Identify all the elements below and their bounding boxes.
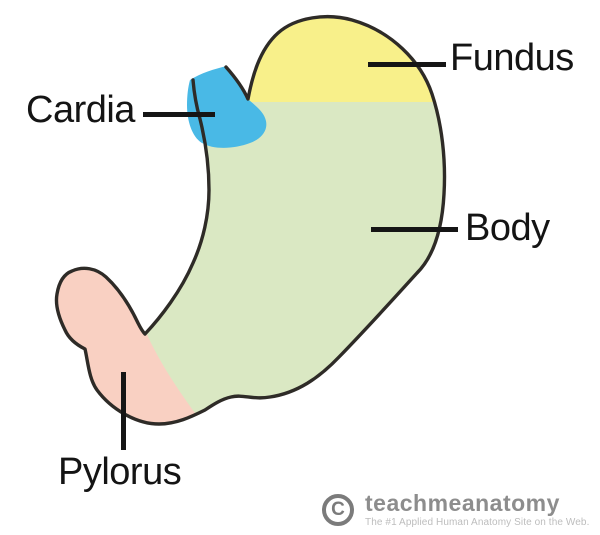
- body-label: Body: [465, 207, 550, 249]
- fundus-label: Fundus: [450, 37, 574, 79]
- watermark-name: teachmeanatomy: [365, 490, 560, 516]
- cardia-region: [187, 66, 267, 148]
- copyright-icon: C: [322, 494, 354, 526]
- cardia-label: Cardia: [26, 89, 135, 131]
- watermark-tagline: The #1 Applied Human Anatomy Site on the…: [365, 517, 590, 528]
- watermark: C teachmeanatomy The #1 Applied Human An…: [322, 491, 589, 529]
- pylorus-label: Pylorus: [58, 451, 182, 493]
